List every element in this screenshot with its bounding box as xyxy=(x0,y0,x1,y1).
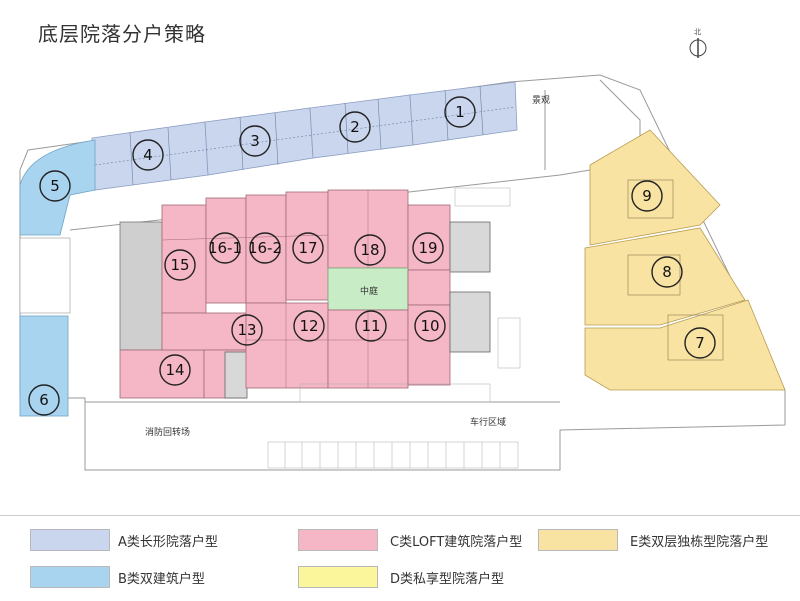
unit-marker-9[interactable]: 9 xyxy=(631,180,663,212)
unit-marker-circle xyxy=(651,256,683,288)
legend-swatch-c xyxy=(298,529,378,551)
unit-number-label: 7 xyxy=(695,334,705,352)
unit-marker-14[interactable]: 14 xyxy=(159,354,191,386)
unit-number-label: 19 xyxy=(418,239,437,257)
legend-label-e: E类双层独栋型院落户型 xyxy=(630,535,769,550)
legend-label-b: B类双建筑户型 xyxy=(118,572,205,587)
unit-marker-circle xyxy=(339,111,371,143)
unit-marker-19[interactable]: 19 xyxy=(412,232,444,264)
unit-marker-circle xyxy=(132,139,164,171)
unit-number-label: 8 xyxy=(662,263,672,281)
unit-number-label: 16-1 xyxy=(208,239,242,257)
unit-marker-11[interactable]: 11 xyxy=(355,310,387,342)
unit-marker-circle xyxy=(412,232,444,264)
unit-marker-circle xyxy=(354,234,386,266)
unit-number-label: 6 xyxy=(39,391,49,409)
unit-number-label: 3 xyxy=(250,132,260,150)
landscape-label: 景观 xyxy=(532,95,550,106)
unit-marker-circle xyxy=(209,232,241,264)
legend-label-c: C类LOFT建筑院落户型 xyxy=(390,535,523,550)
site-plan-map: 中庭 景观 消防回转场 车行区域 北 123456789101112131415… xyxy=(19,28,786,471)
legend-swatch-e xyxy=(538,529,618,551)
unit-number-label: 14 xyxy=(165,361,184,379)
north-label: 北 xyxy=(694,28,701,36)
unit-marker-5[interactable]: 5 xyxy=(39,170,71,202)
unit-marker-16-2[interactable]: 16-2 xyxy=(248,232,282,264)
unit-marker-circle xyxy=(355,310,387,342)
unit-marker-circle xyxy=(444,96,476,128)
unit-marker-2[interactable]: 2 xyxy=(339,111,371,143)
unit-marker-18[interactable]: 18 xyxy=(354,234,386,266)
unit-2-area[interactable] xyxy=(309,94,414,159)
unit-marker-circle xyxy=(239,125,271,157)
legend-label-d: D类私享型院落户型 xyxy=(390,572,505,587)
unit-marker-circle xyxy=(39,170,71,202)
unit-number-label: 1 xyxy=(455,103,465,121)
unit-number-label: 9 xyxy=(642,187,652,205)
unit-marker-circle xyxy=(414,310,446,342)
unit-number-label: 13 xyxy=(237,321,256,339)
courtyard-label: 中庭 xyxy=(360,285,378,297)
unit-9-area[interactable] xyxy=(589,129,721,246)
fire-turnaround-label: 消防回转场 xyxy=(145,426,190,438)
unit-number-label: 18 xyxy=(360,241,379,259)
unit-number-label: 4 xyxy=(143,146,153,164)
unit-5-area[interactable] xyxy=(19,139,96,236)
north-arrow: 北 xyxy=(689,28,707,58)
page-title: 底层院落分户策略 xyxy=(38,22,206,46)
unit-marker-17[interactable]: 17 xyxy=(292,232,324,264)
unit-number-label: 5 xyxy=(50,177,60,195)
unit-14-area[interactable] xyxy=(119,349,205,399)
unit-marker-circle xyxy=(631,180,663,212)
unit-number-label: 17 xyxy=(298,239,317,257)
unit-marker-6[interactable]: 6 xyxy=(28,384,60,416)
unit-marker-circle xyxy=(231,314,263,346)
unit-marker-12[interactable]: 12 xyxy=(293,310,325,342)
unit-marker-10[interactable]: 10 xyxy=(414,310,446,342)
zone-b-west xyxy=(19,139,96,417)
zone-e-east xyxy=(584,129,786,391)
parking-strips xyxy=(267,187,521,469)
unit-marker-circle xyxy=(28,384,60,416)
unit-marker-1[interactable]: 1 xyxy=(444,96,476,128)
unit-6-area[interactable] xyxy=(19,315,69,417)
zone-a-strip xyxy=(91,81,518,191)
unit-marker-circle xyxy=(249,232,281,264)
unit-marker-7[interactable]: 7 xyxy=(684,327,716,359)
unit-number-label: 15 xyxy=(170,256,189,274)
unit-12-area[interactable] xyxy=(245,302,329,389)
unit-number-label: 12 xyxy=(299,317,318,335)
unit-marker-13[interactable]: 13 xyxy=(231,314,263,346)
unit-marker-circle xyxy=(293,310,325,342)
vehicle-area-label: 车行区域 xyxy=(470,416,506,428)
unit-marker-circle xyxy=(164,249,196,281)
unit-number-label: 10 xyxy=(420,317,439,335)
unit-marker-8[interactable]: 8 xyxy=(651,256,683,288)
legend-swatch-b xyxy=(30,566,110,588)
unit-marker-16-1[interactable]: 16-1 xyxy=(208,232,242,264)
unit-number-label: 16-2 xyxy=(248,239,282,257)
legend-swatch-d xyxy=(298,566,378,588)
unit-marker-3[interactable]: 3 xyxy=(239,125,271,157)
legend-label-a: A类长形院落户型 xyxy=(118,535,218,550)
unit-marker-circle xyxy=(684,327,716,359)
unit-number-label: 11 xyxy=(361,317,380,335)
unit-13-area[interactable] xyxy=(161,312,247,351)
unit-number-label: 2 xyxy=(350,118,360,136)
legend: A类长形院落户型 B类双建筑户型 C类LOFT建筑院落户型 D类私享型院落户型 … xyxy=(0,515,800,601)
unit-marker-circle xyxy=(159,354,191,386)
unit-marker-4[interactable]: 4 xyxy=(132,139,164,171)
unit-19-area[interactable] xyxy=(407,204,451,271)
unit-marker-15[interactable]: 15 xyxy=(164,249,196,281)
unit-8-area[interactable] xyxy=(584,227,746,326)
unit-marker-circle xyxy=(292,232,324,264)
legend-swatch-a xyxy=(30,529,110,551)
